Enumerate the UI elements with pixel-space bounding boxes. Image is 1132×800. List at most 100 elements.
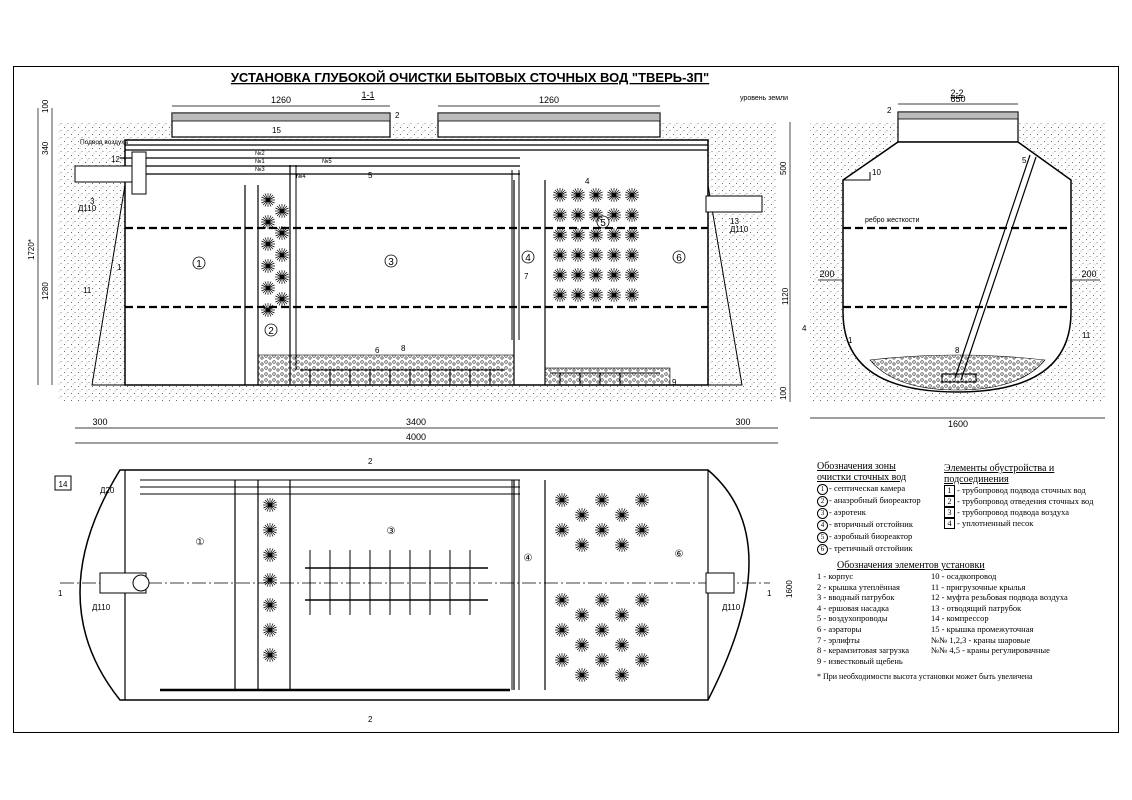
plan-dim-1600: 1600 <box>785 580 794 598</box>
item-4-label: 4 <box>585 177 590 186</box>
dim-side-right: 300 <box>735 417 750 427</box>
s2-item-10: 10 <box>872 168 881 177</box>
pipe-no2-label: №2 <box>255 150 265 157</box>
legend-zones: Обозначения зоны очистки сточных вод 1- … <box>817 461 932 555</box>
dim-v-340: 340 <box>41 141 50 155</box>
zone-2-label: 2 <box>268 326 274 337</box>
plan-d110-left: Д110 <box>92 603 111 612</box>
legend-zone-item: 1- септическая камера <box>817 483 932 495</box>
section-label-2-2: 2-2 <box>950 88 963 98</box>
dim-middle: 3400 <box>406 417 426 427</box>
dim-v-1280: 1280 <box>41 282 50 300</box>
legend-element-item: 9 - известковый щебень <box>817 655 903 666</box>
s2-item-8: 8 <box>955 346 960 355</box>
legend-element-item: 7 - эрлифты <box>817 634 860 645</box>
dim-side-left: 300 <box>92 417 107 427</box>
legend-element-item: №№ 1,2,3 - краны шаровые <box>931 634 1031 645</box>
item-12-label: 12 <box>111 155 120 164</box>
legend-element-item: 5 - воздухопроводы <box>817 613 888 624</box>
ground-level-label: уровень земли <box>740 95 788 102</box>
footnote: * При необходимости высота установки мож… <box>817 672 1033 681</box>
air-inlet-label: Подвод воздуха <box>80 139 128 146</box>
zone-4-label: 4 <box>525 253 531 264</box>
svg-text:④: ④ <box>524 553 533 564</box>
pipe-no1-label: №1 <box>255 158 265 165</box>
legend-zones-heading: Обозначения зоны очистки сточных вод <box>817 461 907 483</box>
dim-lid-right: 1260 <box>539 95 559 105</box>
dim-top-650: 650 <box>950 94 965 104</box>
item-1-label: 1 <box>117 263 122 272</box>
dim-lid-left: 1260 <box>271 95 291 105</box>
s2-item-5: 5 <box>1022 156 1027 165</box>
item-9-label: 9 <box>672 378 677 387</box>
legend-elements: Обозначения элементов установки 1 - корп… <box>817 560 1117 666</box>
legend-element-item: 11 - пригрузочные крылья <box>931 581 1026 592</box>
pipe-no4-label: №4 <box>296 173 306 180</box>
legend-fitting-item: 4- уплотненный песок <box>944 518 1116 529</box>
svg-text:⑥: ⑥ <box>675 549 684 560</box>
item-3-label: 3 <box>90 197 95 206</box>
dim-v-500: 500 <box>779 161 788 175</box>
section-2-2: 2-2 ребро жесткости 650 200 200 1600 11 2… <box>781 88 1105 429</box>
dim-side-right-200: 200 <box>1081 269 1096 279</box>
legend-zone-item: 5- аэробный биореактор <box>817 531 932 543</box>
zone-5-label: 5 <box>600 218 606 229</box>
dim-v-100-bottom: 100 <box>779 386 788 400</box>
legend-fittings-heading: Элементы обустройства и подсоединения <box>944 463 1055 485</box>
svg-text:③: ③ <box>387 526 396 537</box>
s2-item-4: 4 <box>802 324 807 333</box>
item-2-label: 2 <box>395 111 400 120</box>
legend-element-item: 13 - отводящий патрубок <box>931 602 1022 613</box>
rib-label: ребро жесткости <box>865 216 919 224</box>
legend-fitting-item: 1- трубопровод подвода сточных вод <box>944 485 1116 496</box>
pipe-no3-label: №3 <box>255 166 265 173</box>
legend-element-item: 8 - керамзитовая загрузка <box>817 645 910 656</box>
legend-zone-item: 2- анаэробный биореактор <box>817 495 932 507</box>
item-15-label: 15 <box>272 126 281 135</box>
s2-item-2: 2 <box>887 106 892 115</box>
section-label-1-1: 1-1 <box>361 90 374 100</box>
plan-cut-2-top: 2 <box>368 457 373 466</box>
footnote-text: При необходимости высота установки может… <box>823 672 1033 681</box>
svg-text:14: 14 <box>59 480 68 489</box>
zone-6-label: 6 <box>676 253 682 264</box>
sheet-frame <box>13 66 1119 733</box>
zone-1-label: 1 <box>196 259 202 270</box>
s2-item-11: 11 <box>1082 331 1091 340</box>
legend-elements-heading: Обозначения элементов установки <box>837 560 985 571</box>
legend-element-item: 12 - муфта резьбовая подвода воздуха <box>931 592 1068 603</box>
dim-v-1720: 1720* <box>27 239 36 260</box>
svg-text:①: ① <box>196 537 205 548</box>
plan-cut-2-bottom: 2 <box>368 715 373 724</box>
section-1-1: 1-1 <box>27 90 791 444</box>
legend-zone-item: 4- вторичный отстойник <box>817 519 932 531</box>
legend-element-item: 4 - ершовая насадка <box>817 602 889 613</box>
legend-element-item: 1 - корпус <box>817 571 854 581</box>
outlet-diameter-label: Д110 <box>730 225 749 234</box>
pipe-no5-label: №5 <box>322 158 332 165</box>
item-7-label: 7 <box>524 272 529 281</box>
item-6-label: 6 <box>375 346 380 355</box>
zone-3-label: 3 <box>388 257 394 268</box>
plan-cut-1-left: 1 <box>58 589 63 598</box>
dim-v-100-top: 100 <box>41 99 50 113</box>
item-5-label: 5 <box>368 171 373 180</box>
plan-cut-1-right: 1 <box>767 589 772 598</box>
legend-fitting-item: 3- трубопровод подвода воздуха <box>944 507 1116 518</box>
plan-view: 14 Д20 Д110 Д110 1 1 2 2 1600 ① ③ ④ ⑥ <box>54 457 794 724</box>
plan-d110-right: Д110 <box>722 603 741 612</box>
legend-element-item: 6 - аэраторы <box>817 623 862 634</box>
item-13-label: 13 <box>730 217 739 226</box>
dim-side-left-200: 200 <box>819 269 834 279</box>
dim-width-1600: 1600 <box>948 419 968 429</box>
plan-d20-label: Д20 <box>100 486 115 495</box>
legend-element-item: 14 - компрессор <box>931 613 989 624</box>
legend-element-item: 3 - вводный патрубок <box>817 592 895 603</box>
dim-total: 4000 <box>406 432 426 442</box>
legend-element-item: 15 - крышка промежуточная <box>931 623 1034 634</box>
s2-item-1: 1 <box>848 336 853 345</box>
item-11-label: 11 <box>83 286 92 295</box>
legend-elements-right: 10 - осадкопровод 11 - пригрузочные крыл… <box>931 571 1111 666</box>
